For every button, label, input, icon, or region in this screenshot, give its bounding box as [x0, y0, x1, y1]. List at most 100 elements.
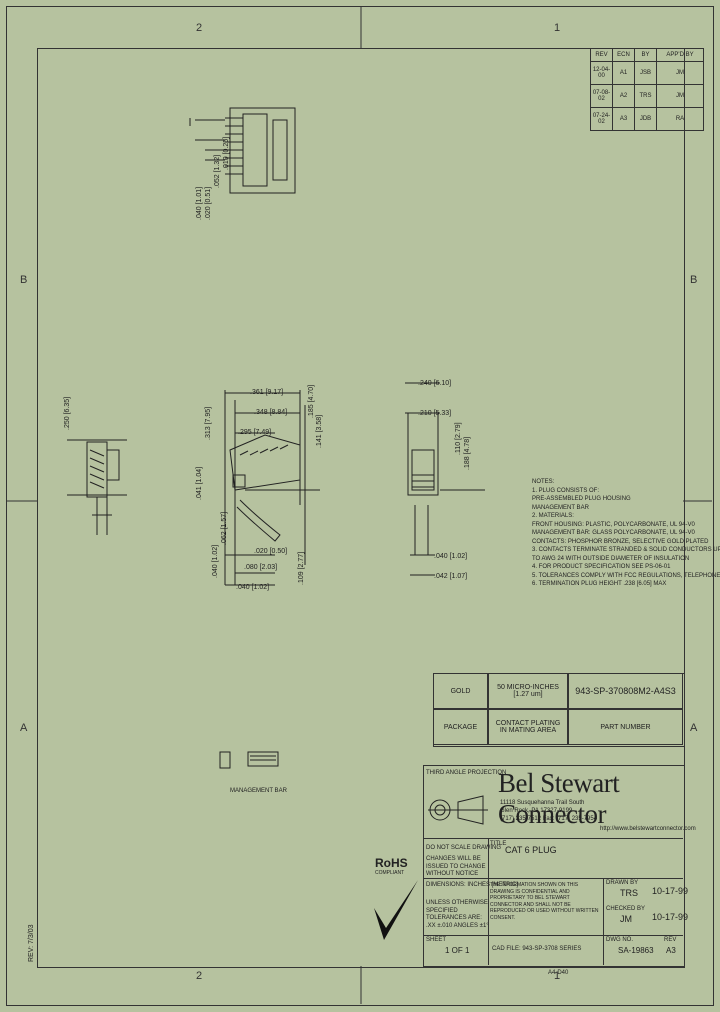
package-label: PACKAGE: [433, 709, 488, 745]
zone-left-mid: B: [20, 274, 28, 286]
rev-cell: 07-08-02: [590, 84, 613, 108]
dim-top-3: .010 [0.25]: [223, 136, 230, 170]
dim-right-5: .042 [1.07]: [434, 573, 468, 580]
dim-mid-8: .080 [2.03]: [244, 564, 278, 571]
drawn-by: TRS: [620, 888, 638, 898]
address-line-2: Glen Rock, PA 17327-9199: [500, 808, 573, 814]
rev-cell: TRS: [634, 84, 657, 108]
cad-file: CAD FILE: 943-SP-3708 SERIES: [492, 946, 582, 952]
rev-cell: A2: [612, 84, 635, 108]
sheet-value: 1 OF 1: [445, 946, 470, 955]
website-link[interactable]: http://www.belstewartconnector.com: [600, 826, 696, 832]
part-number-cell: 943-SP-370808M2-A4S3: [568, 673, 683, 709]
dim-top-0: .040 [1.01]: [196, 186, 203, 220]
rev-cell: 12-04-00: [590, 61, 613, 85]
dim-mid-13: .062 [1.57]: [221, 511, 228, 545]
ecn-header: ECN: [612, 48, 635, 62]
checkmark-icon: [374, 880, 418, 940]
part-number-label: PART NUMBER: [568, 709, 683, 745]
dim-mid-6: .295 [7.49]: [238, 429, 272, 436]
note-line: 3. CONTACTS TERMINATE STRANDED & SOLID C…: [532, 547, 720, 553]
a4-label: A4-D40: [548, 970, 569, 976]
drawn-label: DRAWN BY: [606, 880, 639, 886]
drawn-date: 10-17-99: [652, 886, 689, 896]
note-line: MANAGEMENT BAR: [532, 504, 589, 511]
note-line: 2. MATERIALS:: [532, 513, 574, 519]
rohs-subtitle: COMPLIANT: [375, 870, 405, 876]
dim-mid-5: .313 [7.95]: [205, 406, 212, 440]
revision-table: REV ECN BY APP'D BY 12-04-00 A1 JSB JM 0…: [590, 48, 704, 131]
dim-mid-12: .040 [1.02]: [236, 584, 270, 591]
rev-cell: JDB: [634, 107, 657, 131]
note-line: 5. TOLERANCES COMPLY WITH FCC REGULATION…: [532, 572, 720, 579]
dim-left-0: .250 [6.35]: [64, 396, 71, 430]
zone-right-mid: B: [690, 274, 698, 286]
plating-label: CONTACT PLATING IN MATING AREA: [488, 709, 568, 745]
rev-cell: JSB: [634, 61, 657, 85]
rev-stamp: REV: 7/3/03: [28, 924, 35, 963]
plug-side-view: [224, 390, 320, 586]
checked-by: JM: [620, 914, 632, 924]
plating-value-cell: 50 MICRO-INCHES [1.27 um]: [488, 673, 568, 709]
note-line: MANAGEMENT BAR: GLASS POLYCARBONATE, UL …: [532, 530, 695, 536]
drawing-title: CAT 6 PLUG: [505, 845, 557, 855]
plug-top-view: [189, 107, 296, 194]
rev-label: REV: [664, 937, 677, 943]
zone-top-left: 2: [196, 22, 203, 34]
dimensions-label: DIMENSIONS: INCHES [METRIC]: [426, 882, 519, 888]
rev-header: REV: [590, 48, 613, 62]
hline-sig: [423, 878, 683, 879]
note-line: FRONT HOUSING: PLASTIC, POLYCARBONATE, U…: [532, 521, 695, 528]
hline-sheet: [423, 935, 683, 936]
note-line: TO AWG 24 WITH OUTSIDE DIAMETER OF INSUL…: [532, 555, 690, 562]
vline-sig: [603, 878, 604, 965]
title-row-line: [423, 838, 683, 839]
rev-cell: 07-24-02: [590, 107, 613, 131]
note-line: 1. PLUG CONSISTS OF:: [532, 487, 600, 494]
plug-end-view: [405, 382, 485, 576]
dim-mid-10: .109 [2.77]: [298, 551, 305, 585]
rev-cell: A3: [612, 107, 635, 131]
proprietary-note: THE INFORMATION SHOWN ON THIS DRAWING IS…: [490, 882, 599, 921]
dwg-number: SA-19863: [618, 946, 654, 955]
plug-left-section: [67, 439, 127, 535]
projection-symbol-icon: [428, 795, 488, 825]
notes-block: NOTES: 1. PLUG CONSISTS OF: PRE-ASSEMBLE…: [532, 478, 720, 589]
gold-cell: GOLD: [433, 673, 488, 709]
rev-cell: RA: [656, 107, 704, 131]
tolerances-note: UNLESS OTHERWISE SPECIFIED TOLERANCES AR…: [426, 900, 489, 929]
dim-mid-3: .141 [3.58]: [316, 414, 323, 448]
dwg-label: DWG NO.: [606, 937, 633, 943]
changes-note: CHANGES WILL BE ISSUED TO CHANGE WITHOUT…: [426, 856, 486, 877]
third-angle-label: THIRD ANGLE PROJECTION: [426, 770, 507, 776]
address-line-1: 11118 Susquehanna Trail South: [500, 800, 585, 806]
rohs-title: RoHS: [375, 856, 408, 870]
rev-cell: A1: [612, 61, 635, 85]
company-name: Bel Stewart Connector: [498, 768, 620, 829]
note-line: CONTACTS: PHOSPHOR BRONZE, SELECTIVE GOL…: [532, 538, 709, 545]
dim-top-2: .052 [1.32]: [214, 154, 221, 188]
title-label: TITLE: [490, 841, 507, 847]
dim-mid-0: .361 [9.17]: [250, 389, 284, 396]
vline-title: [488, 838, 489, 965]
sheet-label: SHEET: [426, 937, 447, 943]
dim-right-4: .040 [1.02]: [434, 553, 468, 560]
note-line: NOTES:: [532, 479, 555, 485]
dim-right-3: .188 [4.78]: [464, 436, 471, 470]
dim-right-0: .240 [6.10]: [418, 380, 452, 387]
phone-line: (717) 235-7512 Fax: (717) 235-7954: [500, 816, 598, 822]
management-bar-label: MANAGEMENT BAR: [230, 788, 287, 794]
note-line: 4. FOR PRODUCT SPECIFICATION SEE PS-06-0…: [532, 564, 671, 570]
rohs-logo: RoHS COMPLIANT: [372, 856, 420, 946]
dim-top-1: .020 [0.51]: [205, 186, 212, 220]
zone-bottom-right: 1: [554, 970, 561, 982]
note-line: 6. TERMINATION PLUG HEIGHT .238 [6.05] M…: [532, 581, 667, 587]
zone-top-right: 1: [554, 22, 561, 34]
dim-mid-9: .040 [1.02]: [212, 544, 219, 578]
checked-date: 10-17-99: [652, 912, 689, 922]
rev-cell: JM: [656, 84, 704, 108]
dim-right-2: .110 [2.79]: [455, 422, 462, 455]
zone-bottom-left: 2: [196, 970, 203, 982]
dim-mid-2: .185 [4.70]: [308, 384, 315, 418]
